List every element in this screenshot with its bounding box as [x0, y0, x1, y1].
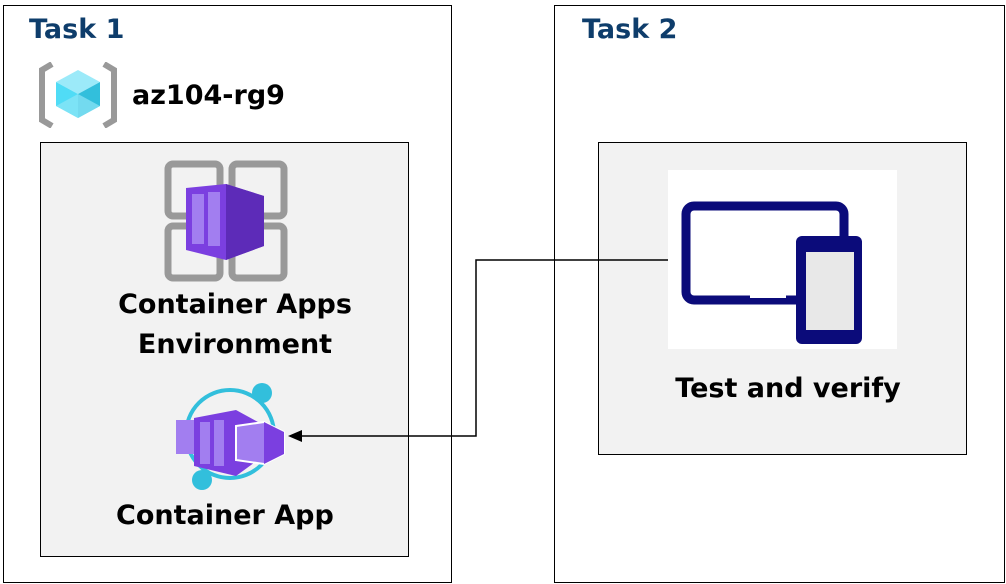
task2-title: Task 2: [582, 14, 678, 45]
container-app-label: Container App: [116, 500, 334, 531]
environment-label-2: Environment: [137, 329, 333, 360]
task2-box: [554, 5, 1005, 583]
container-app-icon: [176, 383, 285, 490]
resource-group-name: az104-rg9: [132, 80, 285, 111]
test-label: Test and verify: [675, 373, 901, 404]
task1-box: [3, 5, 452, 583]
resource-group-icon: [39, 62, 117, 128]
environment-label-1: Container Apps: [118, 289, 352, 320]
task1-title: Task 1: [29, 14, 125, 45]
devices-icon: [668, 170, 897, 349]
container-apps-environment-icon: [164, 160, 288, 282]
